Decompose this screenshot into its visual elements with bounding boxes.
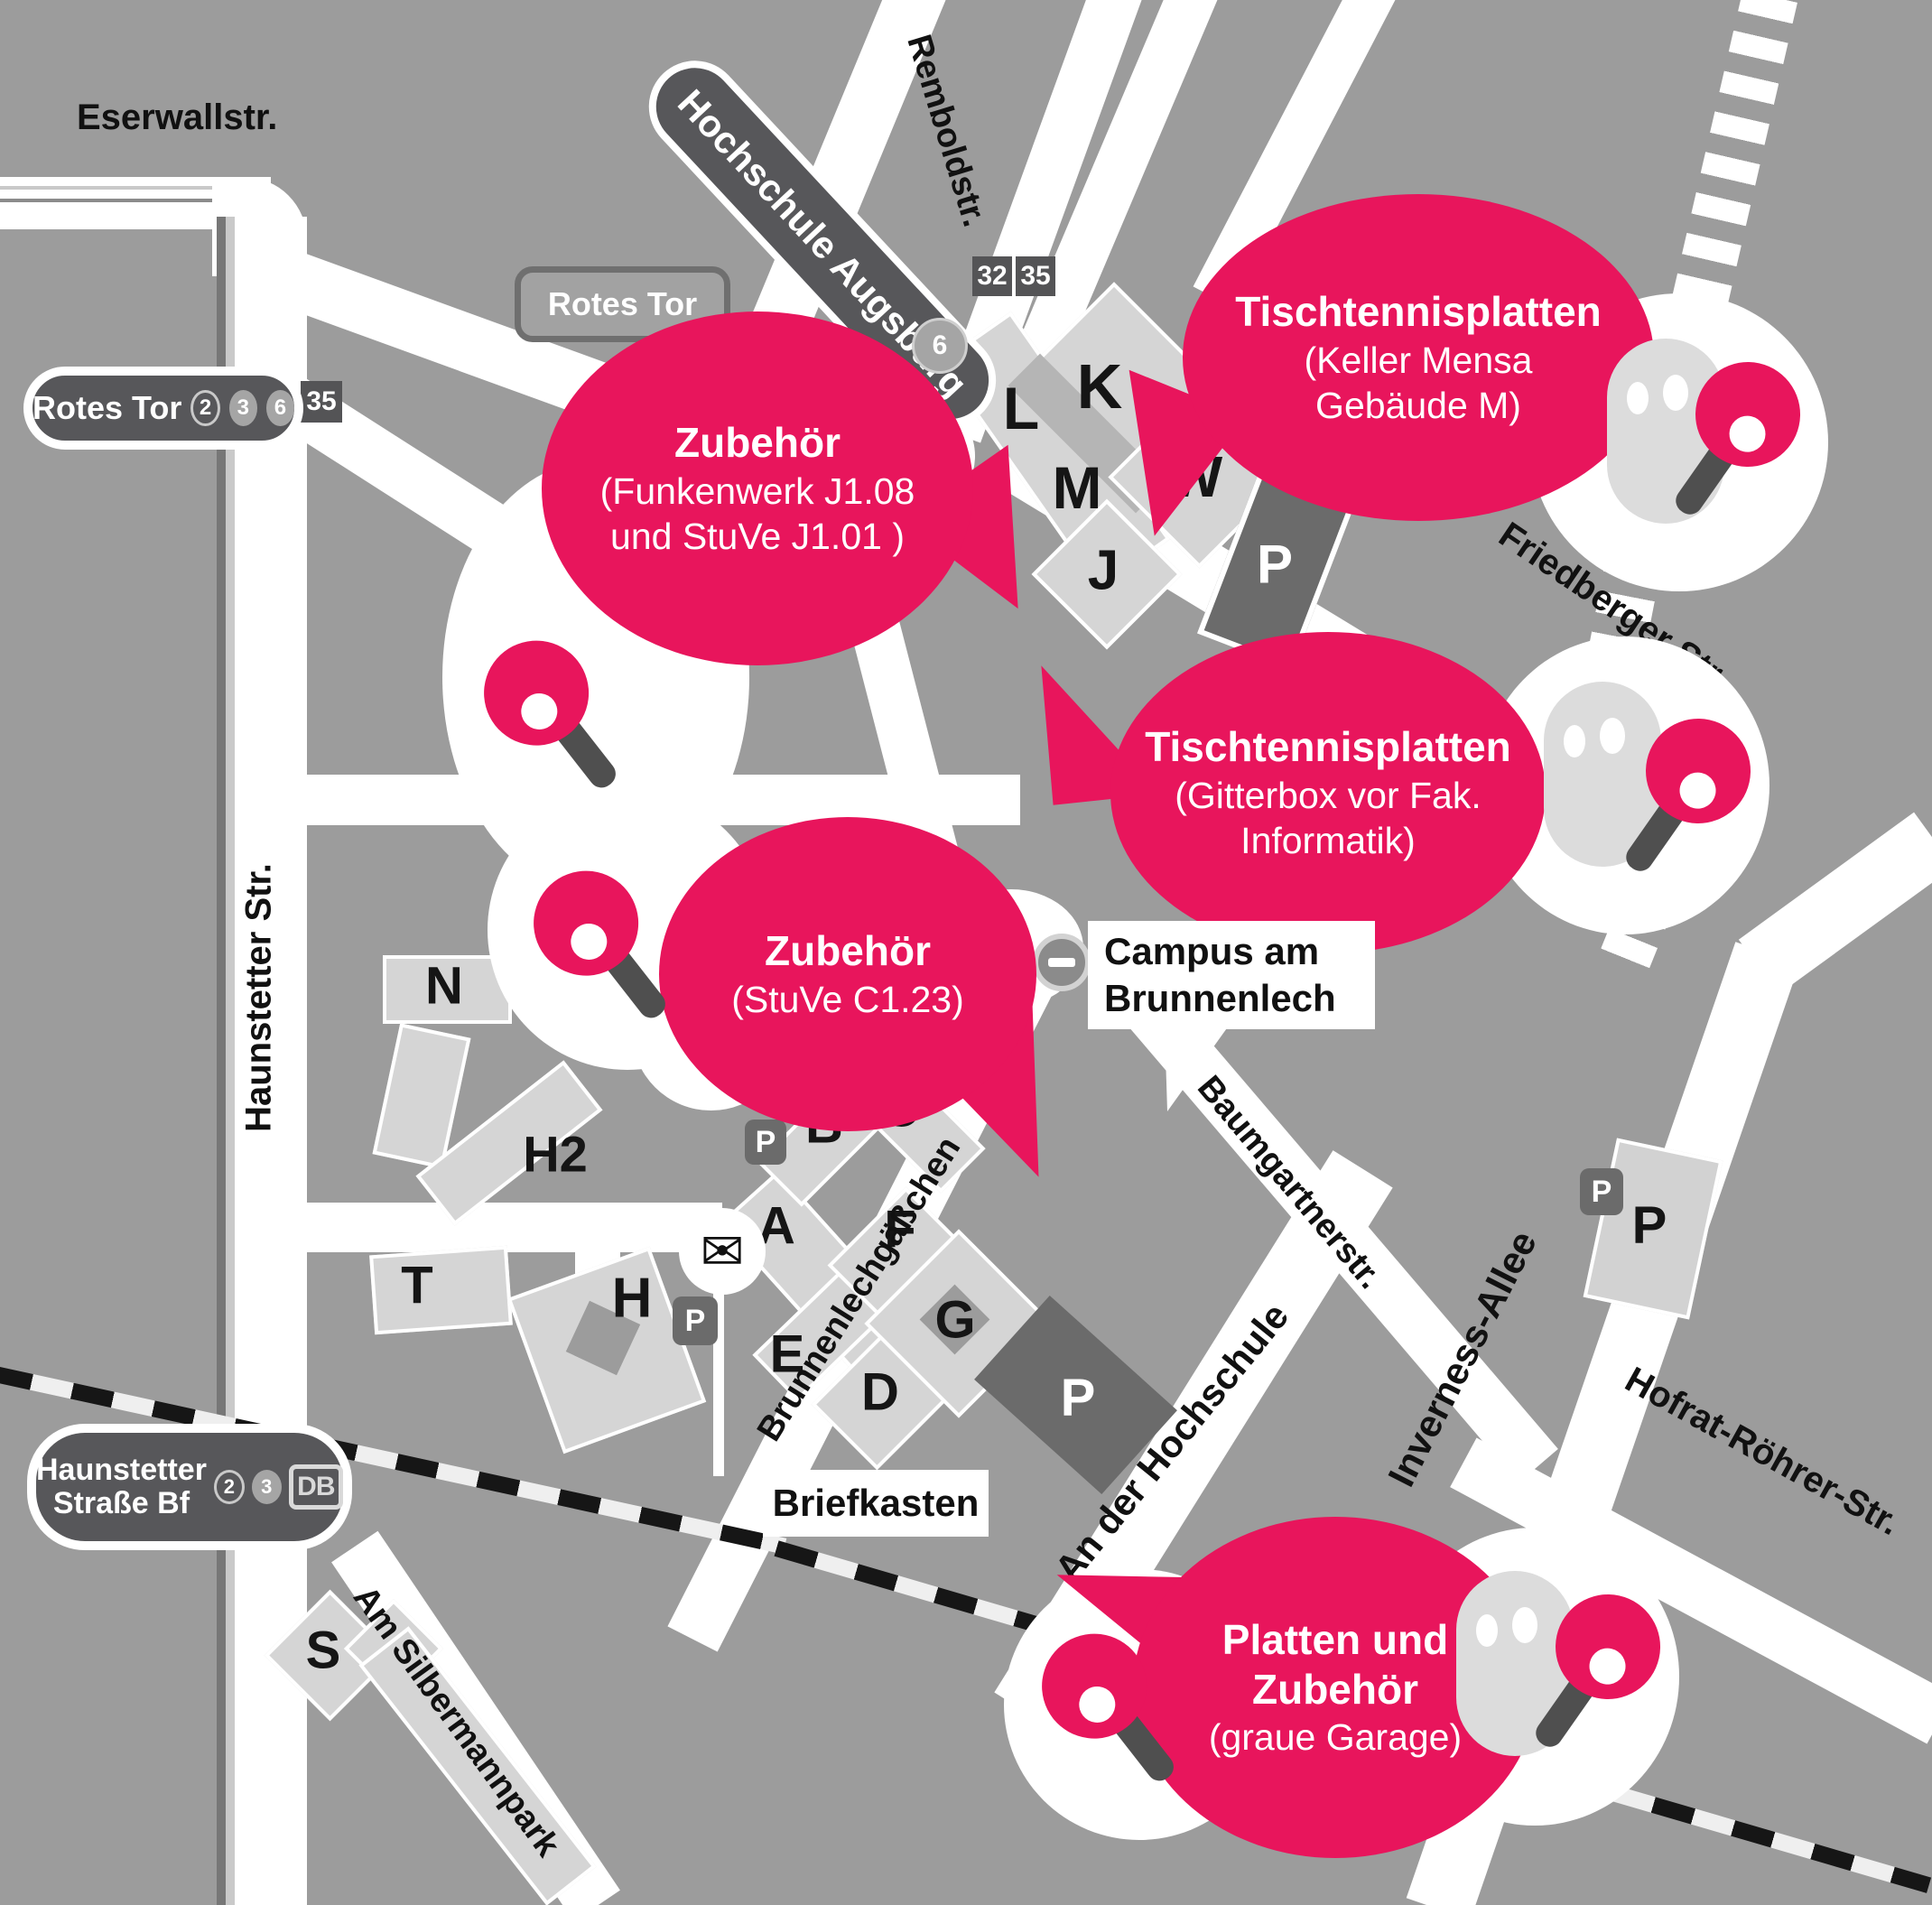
campus-label-tail (1165, 1026, 1229, 1114)
parking-icon-near-h: P (673, 1296, 718, 1345)
rotes-tor-area-label: Rotes Tor (547, 285, 698, 322)
building-label-j: J (1087, 539, 1119, 602)
stop-rotes-tor: Rotes Tor 2 3 6 (23, 367, 303, 450)
bubble-garage-line1: (graue Garage) (1208, 1716, 1463, 1759)
bubble-gitterbox-line1: (Gitterbox vor Fak. (1175, 774, 1482, 816)
road-campus-south (298, 1203, 722, 1252)
building-label-e: E (769, 1324, 805, 1384)
building-t (369, 1245, 513, 1335)
campus-label-line2: Brunnenlech (1104, 977, 1336, 1019)
road-haunstetter-strasse (217, 217, 307, 1905)
building-label-d: D (861, 1362, 899, 1422)
bubble-garage-title2: Zubehör (1252, 1665, 1418, 1713)
building-label-p-east: P (1631, 1195, 1667, 1255)
envelope-icon: ✉ (679, 1208, 766, 1295)
building-label-p-south: P (1060, 1368, 1096, 1427)
building-label-p-garage: P (1256, 534, 1294, 595)
building-label-w: W (1167, 444, 1223, 509)
bubble-keller-line1: (Keller Mensa (1304, 339, 1533, 381)
bubble-stuve-title: Zubehör (765, 927, 931, 975)
bubble-keller-line2: Gebäude M) (1315, 384, 1521, 426)
building-label-n: N (425, 956, 463, 1016)
briefkasten-label: Briefkasten (763, 1470, 989, 1537)
street-label-hofrat: Hofrat-Röhrer-Str. (1618, 1359, 1907, 1544)
bf-line-3-badge: 3 (251, 1470, 282, 1504)
bus-badge-35-west: 35 (301, 381, 342, 423)
bubble-gitterbox-title: Tischtennisplatten (1145, 723, 1511, 771)
briefkasten-label-text: Briefkasten (772, 1482, 980, 1524)
bf-line-2-badge: 2 (213, 1470, 245, 1504)
parking-icon-near-east-lot: P (1580, 1168, 1623, 1215)
ghost-eye (1627, 382, 1649, 414)
bubble-gitterbox: Tischtennisplatten (Gitterbox vor Fak. I… (1110, 632, 1546, 953)
stop-haunstetter-label: Haunstetter Straße Bf (36, 1452, 207, 1521)
bus-badge-35-east: 35 (1016, 256, 1055, 296)
bubble-funkenwerk-line2: und StuVe J1.01 ) (610, 515, 905, 557)
building-label-m: M (1052, 454, 1102, 521)
bus-badge-32: 32 (972, 256, 1012, 296)
ghost-eye (1564, 725, 1585, 757)
ghost-eye (1512, 1607, 1537, 1643)
bubble-stuve-line1: (StuVe C1.23) (731, 978, 964, 1020)
building-label-t: T (401, 1256, 433, 1315)
parking-icon-near-b: P (745, 1120, 786, 1165)
campus-am-brunnenlech-label: Campus am Brunnenlech (1088, 921, 1375, 1029)
building-label-h: H (611, 1267, 653, 1330)
ghost-eye (1600, 718, 1625, 754)
stop-haunstetter-line1: Haunstetter (36, 1452, 207, 1487)
stop-rotes-tor-label: Rotes Tor (33, 389, 182, 426)
stop-haunstetter-strasse-bf: Haunstetter Straße Bf 2 3 DB (27, 1424, 352, 1550)
bubble-funkenwerk-line1: (Funkenwerk J1.08 (599, 469, 915, 512)
street-label-haunstetter: Haunstetter Str. (238, 863, 279, 1132)
line-6-badge: 6 (265, 390, 294, 426)
campus-label-line1: Campus am (1104, 929, 1320, 972)
building-label-h2: H2 (523, 1125, 588, 1183)
envelope-glyph: ✉ (700, 1222, 745, 1281)
ghost-eye (1476, 1614, 1498, 1647)
bubble-garage-title1: Platten und (1221, 1615, 1449, 1663)
building-label-l: L (1002, 375, 1040, 441)
no-entry-icon-east (1033, 934, 1091, 991)
bubble-stuve: Zubehör (StuVe C1.23) (659, 817, 1036, 1131)
tram-badge-6: 6 (912, 318, 968, 374)
bubble-keller-title: Tischtennisplatten (1235, 288, 1602, 336)
building-label-f: F (884, 1200, 916, 1259)
bubble-keller-mensa: Tischtennisplatten (Keller Mensa Gebäude… (1183, 194, 1654, 521)
bubble-gitterbox-line2: Informatik) (1240, 819, 1416, 861)
street-label-remboldstrasse: Remboldstr. (899, 30, 994, 232)
stop-haunstetter-line2: Straße Bf (52, 1486, 190, 1520)
street-label-eserwallstrasse: Eserwallstr. (77, 98, 278, 137)
bubble-funkenwerk-title: Zubehör (674, 419, 841, 467)
bubble-funkenwerk: Zubehör (Funkenwerk J1.08 und StuVe J1.0… (542, 311, 973, 665)
building-label-g: G (934, 1290, 976, 1350)
line-3-badge: 3 (228, 390, 257, 426)
building-label-k: K (1076, 351, 1123, 422)
line-2-badge: 2 (190, 390, 220, 426)
ghost-eye (1663, 375, 1688, 411)
building-label-s: S (305, 1621, 341, 1680)
db-logo: DB (288, 1464, 343, 1510)
